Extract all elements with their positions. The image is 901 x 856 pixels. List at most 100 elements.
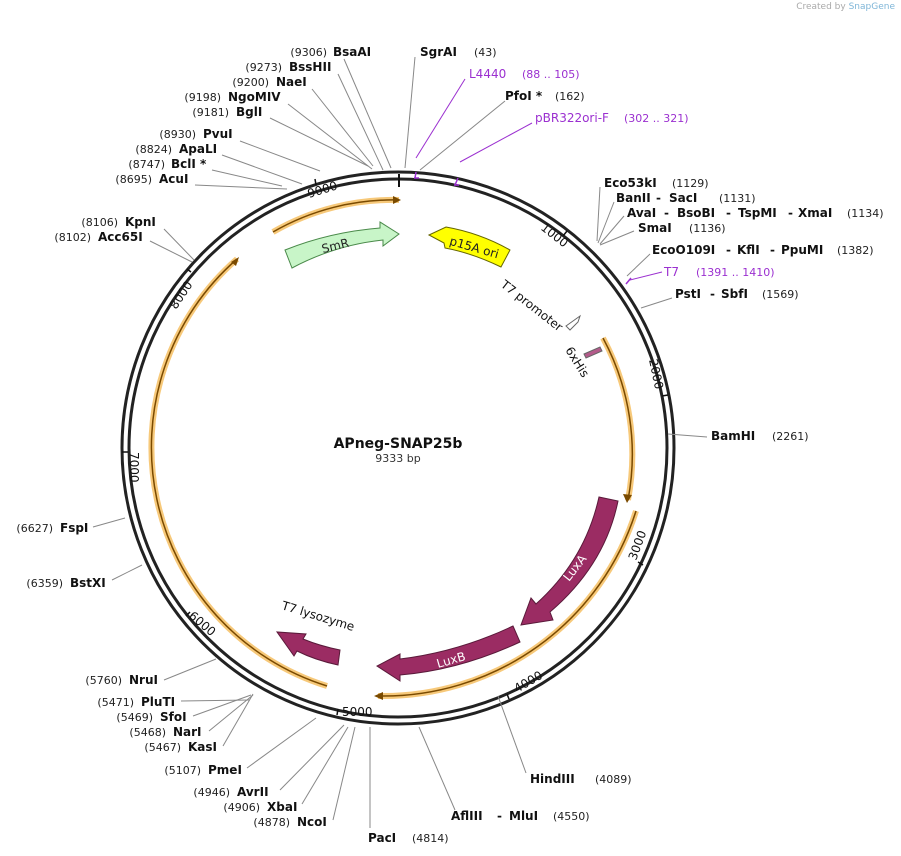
tick-label-7000: 7000: [127, 452, 141, 483]
site-label-sgrai[interactable]: SgrAI (43): [420, 45, 497, 59]
leader-pmei: [246, 717, 317, 769]
orf-arc-left: [148, 256, 328, 689]
svg-text:-: -: [770, 243, 775, 257]
site-label-naei[interactable]: (9200) NaeI: [232, 75, 306, 89]
site-label-bsshii[interactable]: (9273) BssHII: [245, 60, 331, 74]
leader-mlui: [418, 726, 456, 811]
feature-luxb-arrow: [376, 625, 521, 682]
site-label-nrui[interactable]: (5760) NruI: [85, 673, 158, 687]
site-label-pvui[interactable]: (8930) PvuI: [159, 127, 232, 141]
credit: Created by SnapGene: [796, 2, 895, 12]
orf-arc-bottom-core: [377, 510, 637, 697]
site-label-psti-sbfi[interactable]: PstI - SbfI (1569): [675, 287, 799, 301]
site-name: Eco53kI: [604, 176, 657, 190]
site-label-pmei[interactable]: (5107) PmeI: [164, 763, 241, 777]
site-label-afliii-mlui[interactable]: AflIII - MluI (4550): [451, 809, 590, 823]
tick-mark-1000: [562, 230, 568, 237]
site-pos: (9198): [184, 91, 221, 104]
site-label-pfoi[interactable]: PfoI * (162): [505, 89, 585, 103]
site-name: KasI: [188, 740, 217, 754]
site-label-apali[interactable]: (8824) ApaLI: [135, 142, 217, 156]
site-label-bamhi[interactable]: BamHI (2261): [711, 429, 809, 443]
tick-label-5000: 5000: [342, 705, 373, 719]
site-label-pluti[interactable]: (5471) PluTI: [97, 695, 175, 709]
site-label-bsaai[interactable]: (9306) BsaAI: [290, 45, 371, 59]
site-pos: (6627): [16, 522, 53, 535]
site-label-kpni[interactable]: (8106) KpnI: [81, 215, 155, 229]
primer-range: (302 .. 321): [624, 112, 689, 125]
site-name: AcuI: [159, 172, 188, 186]
leader-banii: [597, 201, 615, 244]
site-label-avai-group[interactable]: AvaI - BsoBI - TspMI - XmaI (1134): [627, 206, 884, 220]
feature-luxa-arrow: [520, 496, 619, 626]
site-label-paci[interactable]: PacI (4814): [368, 831, 449, 845]
feature-6xhis[interactable]: 6xHis: [562, 344, 603, 380]
leader-pluti: [180, 699, 251, 702]
feature-smr[interactable]: SmR: [284, 221, 400, 269]
site-name: AvrII: [237, 785, 269, 799]
site-label-bgli[interactable]: (9181) BglI: [192, 105, 262, 119]
svg-text:-: -: [656, 191, 661, 205]
site-pos: (4946): [193, 786, 230, 799]
site-pos: (8824): [135, 143, 172, 156]
leader-eco0109i: [626, 253, 651, 277]
site-pos: (1134): [847, 207, 884, 220]
site-label-acui[interactable]: (8695) AcuI: [115, 172, 188, 186]
site-name: SfoI: [160, 710, 187, 724]
feature-t7-promoter-label: T7 promoter: [497, 277, 565, 335]
site-label-eco53ki[interactable]: Eco53kI (1129): [604, 176, 709, 190]
svg-text:-: -: [726, 206, 731, 220]
site-label-fspi[interactable]: (6627) FspI: [16, 521, 88, 535]
leader-ngomiv: [287, 103, 373, 170]
leader-avrii: [279, 724, 345, 791]
svg-text:-: -: [664, 206, 669, 220]
site-label-kasi[interactable]: (5467) KasI: [144, 740, 217, 754]
primer-range: (1391 .. 1410): [696, 266, 775, 279]
site-label-smai[interactable]: SmaI (1136): [638, 221, 726, 235]
plasmid-length: 9333 bp: [375, 452, 420, 465]
tick-mark-4000: [506, 693, 510, 700]
leader-naei: [311, 88, 374, 167]
feature-luxa[interactable]: LuxA: [520, 496, 619, 626]
site-name: ApaLI: [179, 142, 217, 156]
site-name: BanII: [616, 191, 651, 205]
site-label-bcli[interactable]: (8747) BclI *: [128, 157, 207, 171]
primer-l4440-mark: [414, 171, 419, 179]
site-label-ncoi[interactable]: (4878) NcoI: [253, 815, 326, 829]
site-pos: (1382): [837, 244, 874, 257]
leader-pfoi: [419, 100, 506, 171]
tick-label-1000: 1000: [538, 220, 571, 250]
site-label-nari[interactable]: (5468) NarI: [129, 725, 201, 739]
feature-smr-arrow: [284, 221, 400, 269]
leader-avai: [599, 215, 625, 245]
site-label-avrii[interactable]: (4946) AvrII: [193, 785, 268, 799]
site-label-banii-saci[interactable]: BanII - SacI (1131): [616, 191, 756, 205]
site-label-ngomiv[interactable]: (9198) NgoMIV: [184, 90, 281, 104]
site-label-hindiii[interactable]: HindIII (4089): [530, 772, 632, 786]
feature-smr-label: SmR: [320, 236, 350, 256]
site-label-bstxi[interactable]: (6359) BstXI: [26, 576, 105, 590]
site-label-xbai[interactable]: (4906) XbaI: [223, 800, 297, 814]
feature-t7-lysozyme[interactable]: T7 lysozyme: [275, 598, 356, 666]
site-name: BssHII: [289, 60, 331, 74]
site-label-sfoi[interactable]: (5469) SfoI: [116, 710, 186, 724]
site-pos: (6359): [26, 577, 63, 590]
site-name-3: PpuMI: [781, 243, 823, 257]
feature-p15a-ori[interactable]: p15A ori: [427, 226, 511, 268]
leader-pvui: [239, 140, 321, 172]
plasmid-name: APneg-SNAP25b: [334, 436, 463, 452]
site-name: FspI: [60, 521, 88, 535]
site-label-acc65i[interactable]: (8102) Acc65I: [54, 230, 142, 244]
primer-label-t7[interactable]: T7 (1391 .. 1410): [663, 265, 775, 279]
leader-kasi: [222, 693, 254, 747]
site-pos: (2261): [772, 430, 809, 443]
site-name-4: XmaI: [798, 206, 832, 220]
site-label-eco0109i-group[interactable]: EcoO109I - KflI - PpuMI (1382): [652, 243, 874, 257]
leader-bsshii: [337, 73, 384, 171]
feature-t7-promoter[interactable]: T7 promoter: [497, 277, 581, 335]
primer-label-pbr322ori-f[interactable]: pBR322ori-F (302 .. 321): [535, 111, 689, 125]
leader-acui: [194, 184, 288, 190]
primer-label-l4440[interactable]: L4440 (88 .. 105): [469, 67, 580, 81]
leader-xbai: [301, 726, 349, 805]
